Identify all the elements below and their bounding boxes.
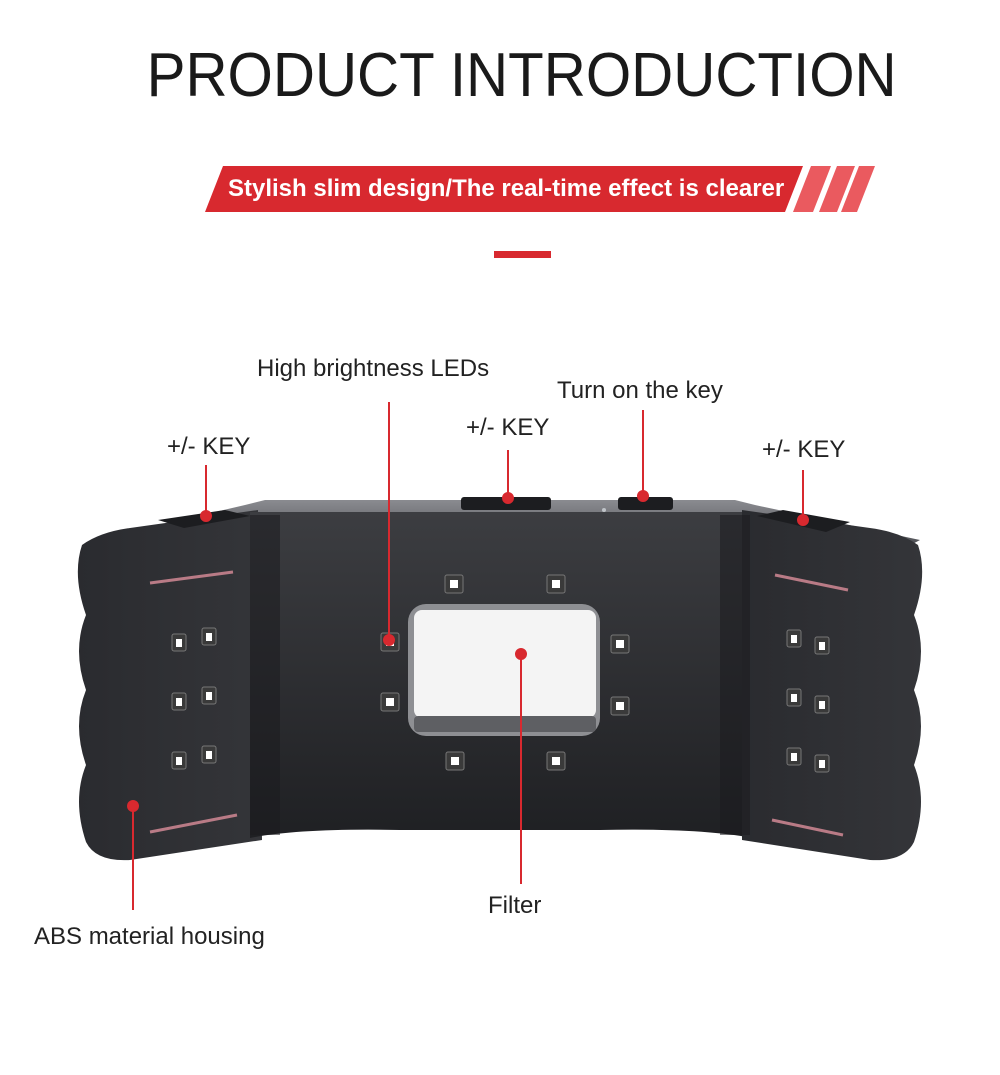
- housing-right-wing: [742, 510, 923, 861]
- filter-window: [408, 604, 600, 736]
- label-abs-housing: ABS material housing: [34, 923, 265, 950]
- subtitle-banner: [205, 166, 875, 212]
- label-filter: Filter: [488, 892, 542, 919]
- title-underline: [494, 251, 551, 258]
- page-title: PRODUCT INTRODUCTION: [146, 41, 897, 110]
- label-turn-on-key: Turn on the key: [557, 377, 723, 404]
- label-key-center: +/- KEY: [466, 414, 550, 441]
- power-key-button: [618, 497, 673, 510]
- label-key-right: +/- KEY: [762, 436, 846, 463]
- label-high-brightness-leds: High brightness LEDs: [257, 355, 490, 382]
- callout-lines: [127, 402, 809, 910]
- housing-left-wing: [77, 510, 262, 861]
- subtitle-banner-text: Stylish slim design/The real-time effect…: [228, 175, 785, 202]
- label-key-left: +/- KEY: [167, 433, 251, 460]
